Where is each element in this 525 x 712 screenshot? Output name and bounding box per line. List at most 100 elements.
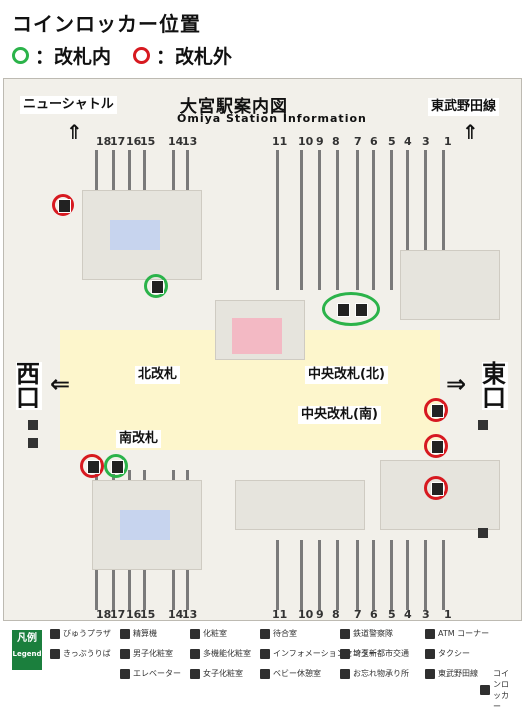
- central-south-gate-label: 中央改札(南): [298, 406, 381, 424]
- locker-icon: [87, 460, 100, 474]
- platform-number: 5: [388, 135, 396, 148]
- locker-icon: [58, 199, 71, 213]
- up-arrow-icon: ⇑: [462, 120, 479, 144]
- tobu-line-icon: [425, 668, 435, 679]
- legend-items: びゅうプラザ きっぷうりば エレベーター 精算機 男子化粧室 女子化粧室 化粧室…: [50, 628, 510, 711]
- platform-number: 1: [444, 608, 452, 621]
- restroom-area: [232, 318, 282, 354]
- platform-number: 18: [96, 135, 112, 148]
- taxi-icon: [425, 648, 435, 659]
- locker-icon: [431, 404, 444, 418]
- locker-inside-central: [322, 292, 380, 326]
- platform-number: 4: [404, 135, 412, 148]
- platform-number: 17: [110, 135, 126, 148]
- platform-number: 14: [168, 608, 184, 621]
- legend-item: 化粧室: [190, 628, 227, 639]
- legend-item: 多機能化粧室: [190, 648, 251, 659]
- platform-number: 15: [140, 608, 156, 621]
- baby-room-icon: [260, 668, 270, 679]
- legend-item: 女子化粧室: [190, 668, 243, 679]
- legend-item: 東武野田線: [425, 668, 478, 679]
- platform-number: 6: [370, 135, 378, 148]
- map-subtitle: Ōmiya Station Information: [177, 112, 367, 125]
- legend-item: 待合室: [260, 628, 297, 639]
- platform-number: 14: [168, 135, 184, 148]
- platform-number: 18: [96, 608, 112, 621]
- tobu-line-label: 東武野田線: [428, 98, 500, 116]
- platform-numbers-top: 18 17 16 15 14 13 11 10 9 8 7 6 5 4 3 2 …: [70, 135, 510, 149]
- platform-number: 4: [404, 608, 412, 621]
- legend-outside-label: ：改札外: [156, 46, 233, 68]
- locker-outside-east-3: [424, 476, 448, 500]
- lost-found-icon: [340, 668, 350, 679]
- map-title: 大宮駅案内図: [180, 97, 288, 117]
- view-plaza-icon: [50, 628, 60, 639]
- railway-police-icon: [340, 628, 350, 639]
- platform-number: 9: [316, 608, 324, 621]
- south-concourse-block: [235, 480, 365, 530]
- locker-outside-east-2: [424, 434, 448, 458]
- coin-locker-icon: [480, 685, 490, 695]
- mens-restroom-icon: [120, 648, 130, 659]
- platform-number: 11: [272, 608, 288, 621]
- locker-icon: [111, 460, 124, 474]
- platform-number: 7: [354, 608, 362, 621]
- up-arrow-icon: ⇑: [66, 120, 83, 144]
- right-arrow-icon: ⇒: [446, 370, 467, 398]
- platform-number: 15: [140, 135, 156, 148]
- waiting-room-icon: [260, 628, 270, 639]
- legend-item: 埼玉新都市交通: [340, 648, 409, 659]
- platform-number: 1: [444, 135, 452, 148]
- platform-number: 3: [422, 135, 430, 148]
- east-block-upper: [400, 250, 500, 320]
- locker-icon: [355, 303, 368, 317]
- locker-icon: [431, 440, 444, 454]
- atm-icon: [425, 628, 435, 639]
- platform-number: 17: [110, 608, 126, 621]
- platform-number: 10: [298, 608, 314, 621]
- legend-item: コインロッカー: [480, 668, 510, 712]
- legend-tag-en: Legend: [12, 650, 42, 658]
- legend-item: ATM コーナー: [425, 628, 489, 639]
- legend-item: タクシー: [425, 648, 470, 659]
- left-arrow-icon: ⇐: [50, 370, 71, 398]
- red-circle-icon: [133, 47, 151, 64]
- new-shuttle-label: ニューシャトル: [20, 96, 117, 114]
- restroom-icon: [190, 628, 200, 639]
- saitama-new-urban-transit-icon: [340, 648, 350, 659]
- womens-restroom-icon: [190, 668, 200, 679]
- west-exit-label: 西口: [16, 360, 42, 412]
- information-icon: [260, 648, 270, 659]
- platform-number: 6: [370, 608, 378, 621]
- south-hall: [120, 510, 170, 540]
- legend-tag: 凡例 Legend: [12, 630, 42, 670]
- taxi-sign-icon: [478, 420, 488, 430]
- locker-outside-south: [80, 454, 104, 478]
- locker-outside-northwest: [52, 194, 74, 216]
- platform-number: 13: [182, 608, 198, 621]
- platform-number: 7: [354, 135, 362, 148]
- elevator-icon: [120, 668, 130, 679]
- legend-item: 男子化粧室: [120, 648, 173, 659]
- locker-icon: [431, 482, 444, 496]
- north-gate-label: 北改札: [135, 366, 181, 384]
- legend-item: インフォメーションセンター: [260, 648, 377, 659]
- locker-inside-south: [104, 454, 128, 478]
- accessible-restroom-icon: [190, 648, 200, 659]
- platform-number: 3: [422, 608, 430, 621]
- legend-item: エレベーター: [120, 668, 181, 679]
- bus-sign-icon: [28, 438, 38, 448]
- platform-number: 8: [332, 608, 340, 621]
- platform-number: 10: [298, 135, 314, 148]
- platform-number: 13: [182, 135, 198, 148]
- legend-inside-label: ：改札内: [35, 46, 112, 68]
- locker-icon: [337, 303, 350, 317]
- south-gate-label: 南改札: [116, 430, 162, 448]
- locker-icon: [151, 280, 164, 294]
- central-north-gate-label: 中央改札(北): [305, 366, 388, 384]
- platform-numbers-bottom: 18 17 16 15 14 13 11 10 9 8 7 6 5 4 3 2 …: [70, 608, 510, 622]
- east-exit-label: 東口: [482, 360, 508, 412]
- platform-number: 9: [316, 135, 324, 148]
- platform-number: 5: [388, 608, 396, 621]
- legend-item: お忘れ物承り所: [340, 668, 409, 679]
